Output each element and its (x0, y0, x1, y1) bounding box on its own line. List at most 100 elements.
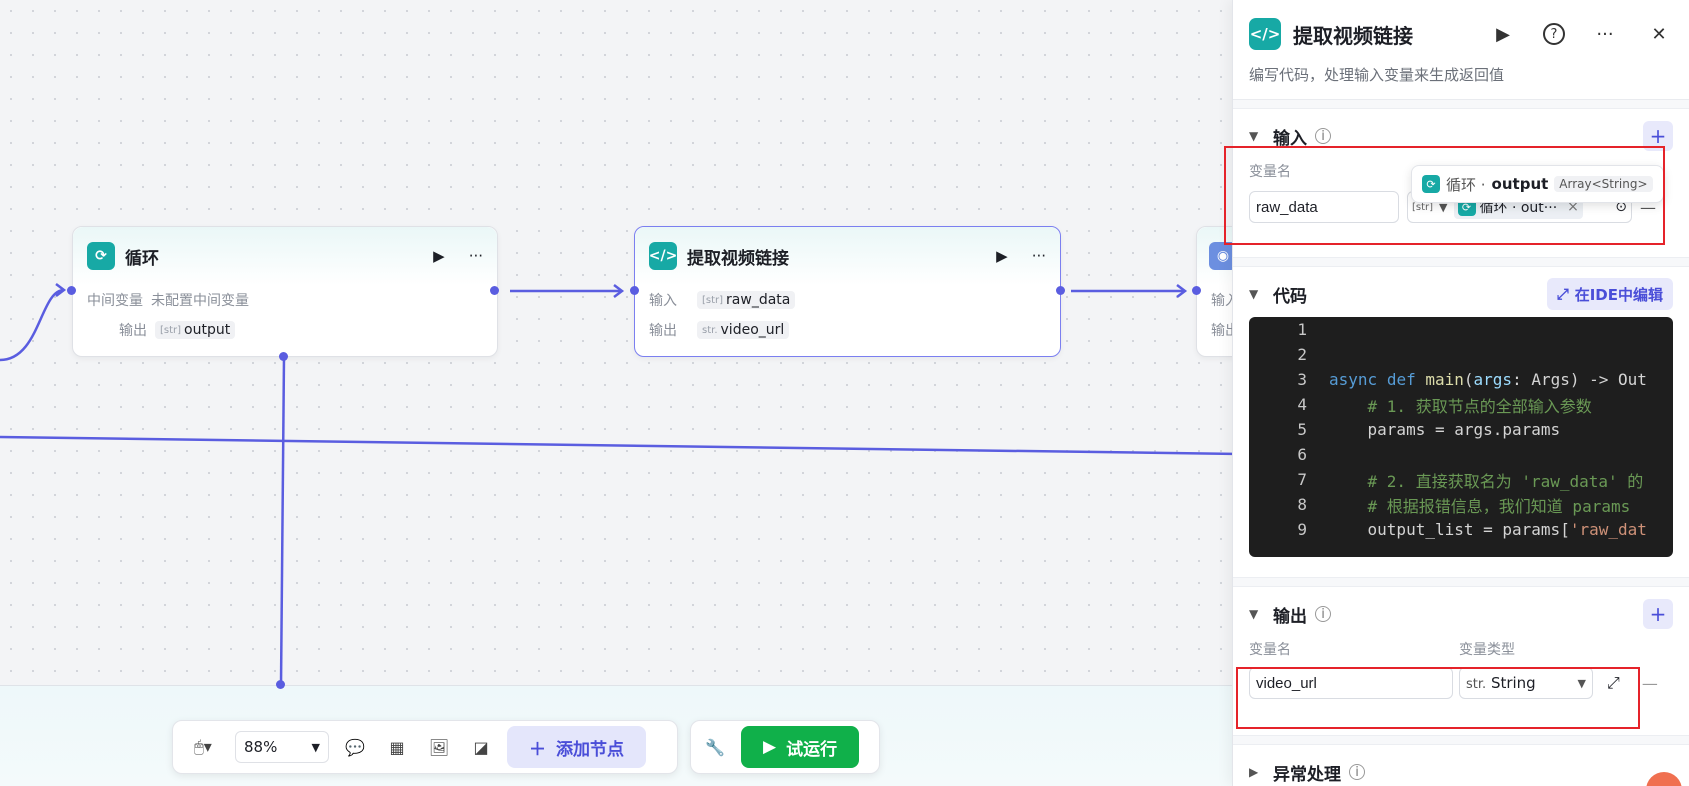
more-icon[interactable]: ··· (1596, 23, 1614, 45)
arrow-loop-to-extract (613, 284, 625, 298)
highlight-output-box (1236, 667, 1640, 729)
loop-icon: ⟳ (1422, 175, 1440, 193)
code-line: 4 # 1. 获取节点的全部输入参数 (1297, 395, 1592, 416)
code-icon: </> (649, 242, 677, 270)
loop-var-label: 中间变量 (87, 293, 143, 309)
zoom-select[interactable]: 88% ▼ (235, 731, 329, 763)
chevron-down-icon: ▼ (1577, 676, 1586, 690)
loop-output-tag: [str] output (155, 321, 236, 339)
loop-output-name: output (184, 322, 231, 338)
loop-icon: ⟳ (87, 242, 115, 270)
input-col-var-name: 变量名 (1249, 164, 1291, 180)
output-type-value: String (1490, 674, 1536, 692)
info-icon[interactable]: i (1315, 606, 1331, 622)
code-line: 5 params = args.params (1297, 420, 1561, 439)
comment-icon[interactable]: 💬 (345, 737, 365, 757)
node-config-panel: </> 提取视频链接 ▶ ? ··· ✕ 编写代码，处理输入变量来生成返回值 ▼… (1232, 0, 1689, 786)
array-str-icon: [str] (160, 324, 182, 336)
output-var-name-field[interactable] (1249, 667, 1453, 699)
loop-out-label: 输出 (119, 323, 147, 339)
mouse-mode-icon[interactable]: 🖱▾ (194, 737, 212, 756)
code-line: 1 (1297, 320, 1307, 339)
panel-description: 编写代码，处理输入变量来生成返回值 (1249, 66, 1505, 84)
loop-var-value: 未配置中间变量 (151, 293, 249, 309)
str-icon: str. (1466, 677, 1487, 692)
layout-icon[interactable]: ▦ (389, 737, 405, 757)
wrench-icon[interactable]: 🔧 (705, 737, 725, 757)
chevron-down-icon: ▼ (311, 740, 320, 754)
edit-in-ide-label: 在IDE中编辑 (1574, 285, 1663, 304)
wire-into-loop (0, 288, 65, 362)
next-in-port[interactable] (1192, 286, 1201, 295)
code-line: 6 (1297, 445, 1307, 464)
highlight-input-box (1224, 146, 1665, 245)
close-icon[interactable]: × (1567, 199, 1579, 215)
extract-node-title: 提取视频链接 (687, 248, 789, 269)
output-col-var-name: 变量名 (1249, 642, 1291, 658)
add-node-button[interactable]: ＋ 添加节点 (507, 726, 646, 768)
error-section: ▶ 异常处理 i (1233, 744, 1689, 786)
loop-out-port[interactable] (490, 286, 499, 295)
extract-out-label: 输出 (649, 323, 677, 339)
play-icon[interactable]: ▶ (1496, 23, 1510, 45)
code-line: 9 output_list = params['raw_dat (1297, 520, 1647, 539)
loop-node[interactable]: ⟳ 循环 ▶ ··· 中间变量 未配置中间变量 输出 [str] output (72, 226, 498, 357)
test-run-label: 试运行 (786, 739, 838, 760)
wire-long-horizontal (0, 435, 1240, 456)
plus-icon: ＋ (529, 739, 546, 760)
more-icon[interactable]: ··· (468, 247, 483, 265)
chevron-down-icon[interactable]: ▼ (1249, 287, 1259, 301)
minimap-icon[interactable]: ◪ (473, 737, 489, 757)
info-icon[interactable]: i (1349, 764, 1365, 780)
code-icon: </> (1249, 18, 1281, 50)
output-section: ▼ 输出 i + 变量名 变量类型 str. String ▼ ⤢ — (1233, 586, 1689, 736)
code-line: 8 # 根据报错信息，我们知道 params (1297, 495, 1631, 516)
assistant-avatar[interactable] (1646, 772, 1682, 786)
loop-body-port[interactable] (279, 352, 288, 361)
close-icon[interactable]: ✕ (1651, 23, 1667, 45)
loop-in-port[interactable] (67, 286, 76, 295)
input-var-name-field[interactable] (1249, 191, 1399, 223)
play-icon[interactable]: ▶ (433, 247, 445, 265)
extract-video-node[interactable]: </> 提取视频链接 ▶ ··· 输入 [str] raw_data 输出 st… (634, 226, 1061, 357)
target-icon[interactable]: ⊙ (1615, 199, 1627, 215)
chevron-down-icon[interactable]: ▼ (1249, 607, 1259, 621)
canvas-toolbar: 🖱▾ 88% ▼ 💬 ▦ 🖼 ◪ ＋ 添加节点 (172, 720, 678, 774)
expand-icon[interactable]: ⤢ (1607, 673, 1620, 692)
code-line: 2 (1297, 345, 1307, 364)
test-run-button[interactable]: ▶ 试运行 (741, 726, 860, 768)
array-str-icon: [str] (702, 294, 724, 306)
play-icon[interactable]: ▶ (996, 247, 1008, 265)
extract-input-tag: [str] raw_data (697, 291, 796, 309)
add-output-button[interactable]: + (1643, 599, 1673, 629)
remove-output-icon[interactable]: — (1641, 673, 1658, 693)
loop-body-end-port[interactable] (276, 680, 285, 689)
tooltip-node-name: 循环 · (1446, 175, 1486, 194)
output-col-var-type: 变量类型 (1459, 642, 1515, 658)
play-icon: ▶ (763, 737, 777, 757)
info-icon[interactable]: i (1315, 128, 1331, 144)
add-node-label: 添加节点 (556, 739, 624, 760)
tooltip-var-name: output (1491, 175, 1549, 193)
chevron-down-icon[interactable]: ▼ (1249, 129, 1259, 143)
chevron-down-icon[interactable]: ▼ (1439, 200, 1448, 214)
chevron-right-icon[interactable]: ▶ (1249, 765, 1259, 779)
help-icon[interactable]: ? (1543, 23, 1565, 45)
str-icon: str. (702, 324, 718, 336)
more-icon[interactable]: ··· (1031, 247, 1046, 265)
tooltip-type-badge: Array<String> (1554, 176, 1653, 192)
code-line: 7 # 2. 直接获取名为 'raw_data' 的 (1297, 470, 1644, 491)
wire-loop-down (279, 356, 286, 686)
zoom-value: 88% (244, 738, 278, 756)
extract-output-name: video_url (720, 322, 785, 338)
extract-out-port[interactable] (1056, 286, 1065, 295)
edit-in-ide-button[interactable]: ⤢ 在IDE中编辑 (1546, 278, 1673, 310)
extract-in-port[interactable] (630, 286, 639, 295)
loop-node-title: 循环 (125, 248, 159, 269)
arrow-into-loop (55, 283, 67, 297)
image-icon[interactable]: 🖼 (428, 737, 450, 757)
expand-icon: ⤢ (1556, 285, 1569, 303)
arrow-extract-to-next (1176, 284, 1188, 298)
